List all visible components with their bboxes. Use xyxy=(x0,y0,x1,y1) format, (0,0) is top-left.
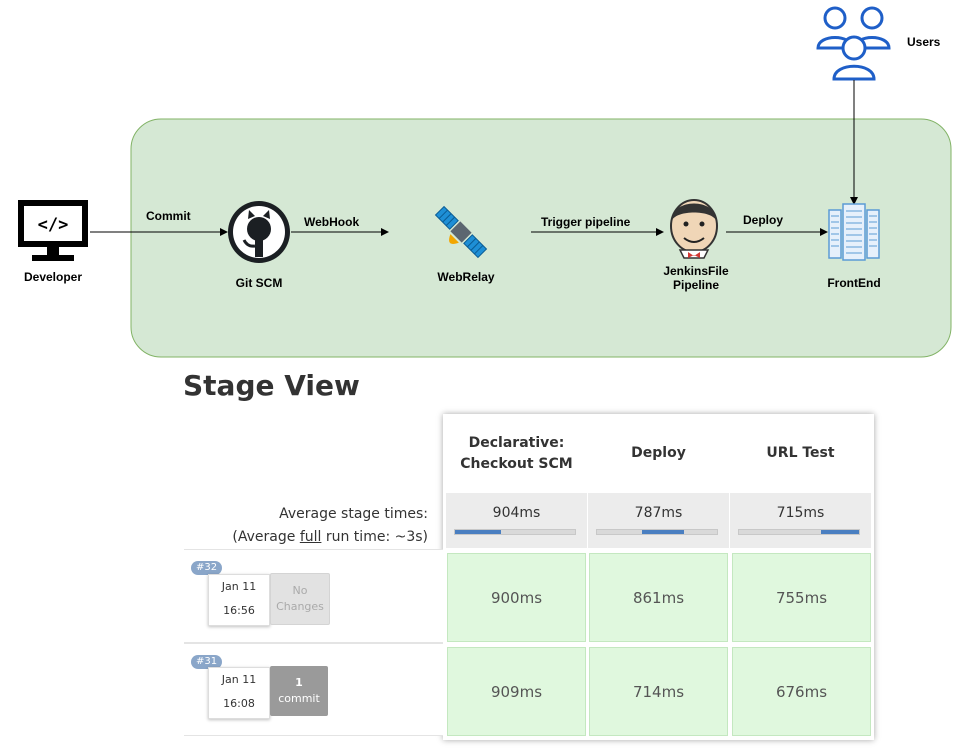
github-icon xyxy=(228,201,290,263)
stage-cell[interactable]: 676ms xyxy=(732,647,871,736)
avg-progress-fill xyxy=(642,530,684,534)
users-icon xyxy=(816,6,891,81)
pipeline-container xyxy=(130,118,952,358)
stage-cell[interactable]: 714ms xyxy=(589,647,728,736)
build-badge[interactable]: #32 xyxy=(191,561,223,575)
avg-run-prefix: (Average xyxy=(232,529,300,545)
jenkins-icon xyxy=(670,199,718,259)
build-date-box: Jan 11 16:56 xyxy=(208,574,270,626)
frontend-label: FrontEnd xyxy=(827,276,881,290)
git-scm-label: Git SCM xyxy=(235,276,283,290)
jenkins-pipeline-label: JenkinsFile Pipeline xyxy=(663,264,728,292)
stage-header-checkout[interactable]: Declarative: Checkout SCM xyxy=(446,414,587,493)
developer-label: Developer xyxy=(23,270,83,284)
webrelay-label: WebRelay xyxy=(437,270,495,284)
server-rack-icon xyxy=(828,203,880,261)
architecture-diagram: </> xyxy=(18,6,952,358)
satellite-icon xyxy=(434,205,488,259)
build-date: Jan 11 xyxy=(221,673,257,686)
build-time: 16:56 xyxy=(223,604,255,617)
changes-line2: Changes xyxy=(276,600,324,613)
build-time: 16:08 xyxy=(223,697,255,710)
build-date: Jan 11 xyxy=(221,580,257,593)
avg-cell-deploy: 787ms xyxy=(588,493,729,548)
changes-line1: 1 xyxy=(295,676,303,689)
avg-progress-fill xyxy=(820,530,859,534)
stage-cell[interactable]: 755ms xyxy=(732,553,871,642)
avg-time: 904ms xyxy=(492,505,541,521)
developer-monitor-icon: </> xyxy=(18,200,88,261)
jenkins-label-line2: Pipeline xyxy=(672,278,719,292)
no-changes-box: No Changes xyxy=(270,573,330,625)
avg-progress-bar xyxy=(738,529,860,535)
avg-time: 787ms xyxy=(634,505,683,521)
stage-cell[interactable]: 861ms xyxy=(589,553,728,642)
svg-text:</>: </> xyxy=(38,215,69,235)
jenkins-label-line1: JenkinsFile xyxy=(663,264,729,278)
changes-line2: commit xyxy=(278,692,320,705)
avg-progress-bar xyxy=(596,529,718,535)
stage-header-url-test[interactable]: URL Test xyxy=(730,414,871,493)
commit-count-box[interactable]: 1 commit xyxy=(270,666,328,716)
avg-time: 715ms xyxy=(776,505,825,521)
stage-view-title: Stage View xyxy=(183,369,360,402)
stage-cell[interactable]: 909ms xyxy=(447,647,586,736)
trigger-pipeline-label: Trigger pipeline xyxy=(541,215,631,229)
avg-cell-url-test: 715ms xyxy=(730,493,871,548)
avg-run-suffix: run time: ~3s) xyxy=(321,529,428,545)
avg-run-full-link[interactable]: full xyxy=(299,529,322,545)
deploy-label: Deploy xyxy=(743,213,784,227)
webhook-label: WebHook xyxy=(304,215,360,229)
avg-progress-bar xyxy=(454,529,576,535)
avg-cell-checkout: 904ms xyxy=(446,493,587,548)
stage-cell[interactable]: 900ms xyxy=(447,553,586,642)
avg-run-time-label: (Average full run time: ~3s) xyxy=(232,529,428,545)
changes-line1: No xyxy=(292,584,308,597)
stage-header-line1: Deploy xyxy=(631,445,686,461)
build-badge[interactable]: #31 xyxy=(191,655,223,669)
avg-stage-times-label: Average stage times: xyxy=(279,506,428,522)
stage-header-line1: Declarative: xyxy=(468,434,565,451)
build-date-box: Jan 11 16:08 xyxy=(208,667,270,719)
users-label: Users xyxy=(907,35,941,49)
stage-header-line1: URL Test xyxy=(766,445,835,461)
stage-header-line2: Checkout SCM xyxy=(460,455,573,472)
commit-label: Commit xyxy=(146,209,191,223)
stage-header-deploy[interactable]: Deploy xyxy=(588,414,729,493)
avg-progress-fill xyxy=(455,530,501,534)
